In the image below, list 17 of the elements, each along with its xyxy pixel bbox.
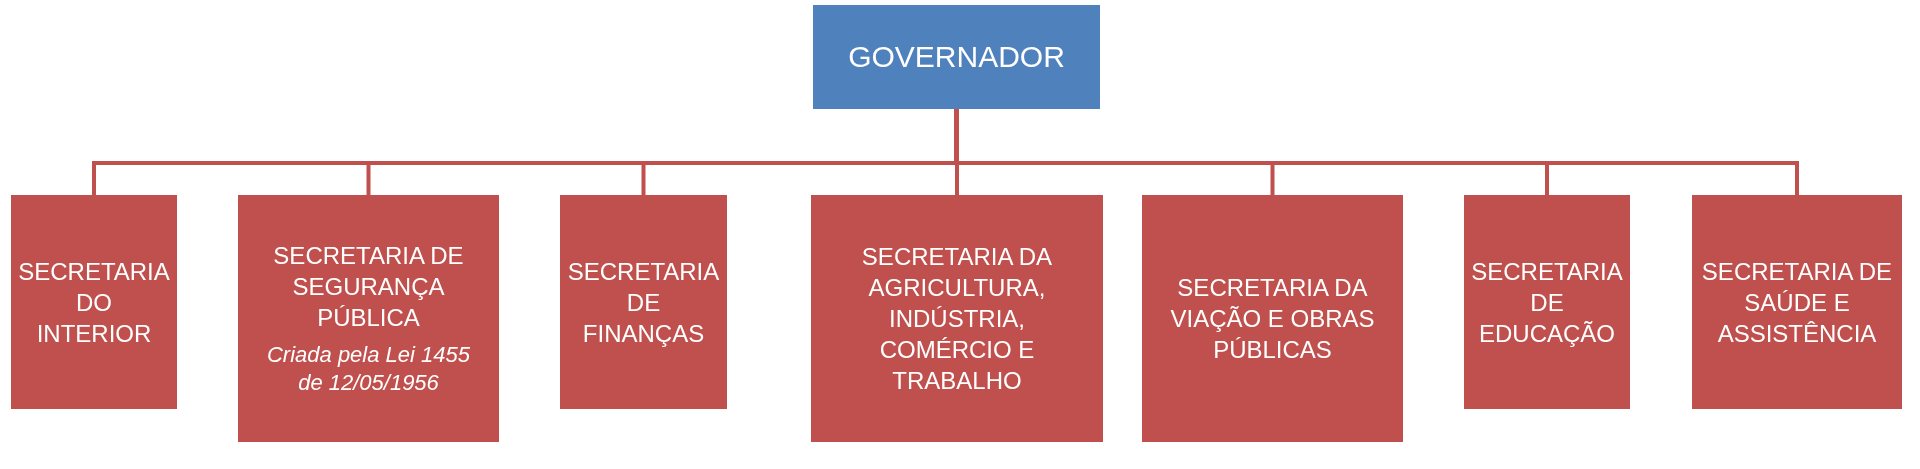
box-note: Criada pela Lei 1455 de 12/05/1956 [265, 341, 471, 397]
head-box [813, 5, 1100, 109]
department-box [1692, 195, 1902, 409]
box-title: SECRETARIA DA VIAÇÃO E OBRAS PÚBLICAS [1169, 273, 1376, 365]
box-title: SECRETARIA DE FINANÇAS [566, 256, 721, 349]
box-title: SECRETARIA DE SAÚDE E ASSISTÊNCIA [1700, 256, 1894, 349]
box-title: SECRETARIA DO INTERIOR [17, 256, 171, 349]
box-title: GOVERNADOR [848, 39, 1065, 75]
box-title: SECRETARIA DE SEGURANÇA PÚBLICA [272, 241, 465, 333]
department-box [811, 195, 1103, 442]
department-box [1142, 195, 1403, 442]
department-box [1464, 195, 1630, 409]
department-box [560, 195, 727, 409]
box-title: SECRETARIA DE EDUCAÇÃO [1470, 256, 1624, 349]
box-title: SECRETARIA DA AGRICULTURA, INDÚSTRIA, COMÉRCIO E TRABALHO [860, 242, 1054, 396]
department-box [238, 195, 499, 442]
department-box [11, 195, 177, 409]
